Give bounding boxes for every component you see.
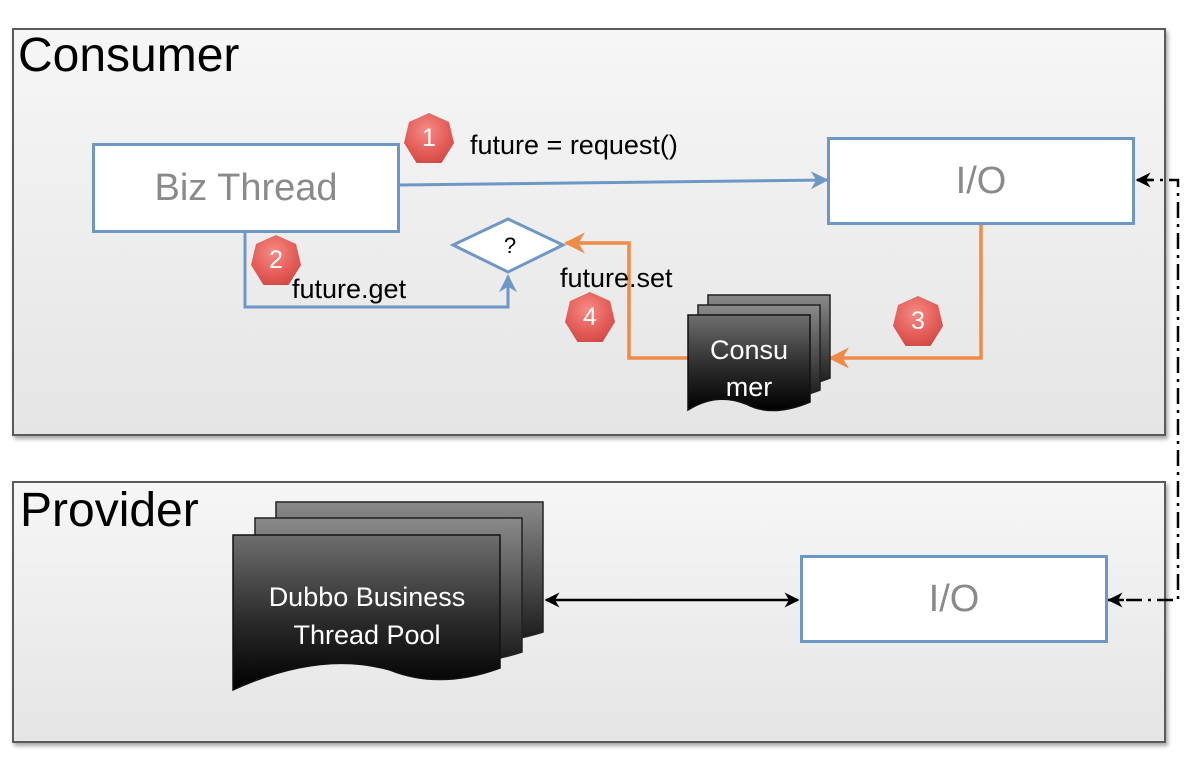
- decision-label: ?: [503, 233, 517, 258]
- arrow-io-to-consumer: [827, 225, 983, 369]
- step-1-badge: 1: [404, 113, 454, 163]
- consumer-thread-stack: [687, 294, 831, 412]
- provider-io-label: I/O: [928, 577, 980, 620]
- provider-title: Provider: [20, 484, 199, 537]
- provider-io-box: I/O: [800, 555, 1108, 643]
- consumer-stack-label-line2: mer: [725, 372, 773, 402]
- consumer-stack-label: Consu mer: [694, 332, 804, 406]
- request-label: future = request(): [470, 130, 678, 160]
- arrow-future-get: [243, 233, 517, 309]
- decision-diamond: [449, 217, 567, 274]
- network-link: [1108, 178, 1180, 602]
- consumer-io-label: I/O: [955, 159, 1007, 202]
- future-set-label: future.set: [560, 263, 673, 293]
- consumer-title: Consumer: [18, 29, 240, 82]
- biz-thread-label: Biz Thread: [154, 166, 338, 209]
- provider-thread-pool-stack: [232, 501, 544, 692]
- thread-pool-label: Dubbo Business Thread Pool: [238, 578, 496, 654]
- thread-pool-label-line2: Thread Pool: [293, 620, 441, 650]
- consumer-stack-label-line1: Consu: [709, 335, 789, 365]
- arrow-biz-to-io: [399, 171, 829, 190]
- biz-thread-box: Biz Thread: [92, 143, 400, 233]
- step-4-badge: 4: [565, 292, 615, 342]
- thread-pool-label-line1: Dubbo Business: [268, 582, 466, 612]
- arrow-future-set: [563, 232, 690, 360]
- future-get-label: future.get: [292, 274, 407, 304]
- step-2-badge: 2: [251, 235, 301, 285]
- step-3-badge: 3: [893, 296, 943, 346]
- consumer-io-box: I/O: [827, 137, 1135, 225]
